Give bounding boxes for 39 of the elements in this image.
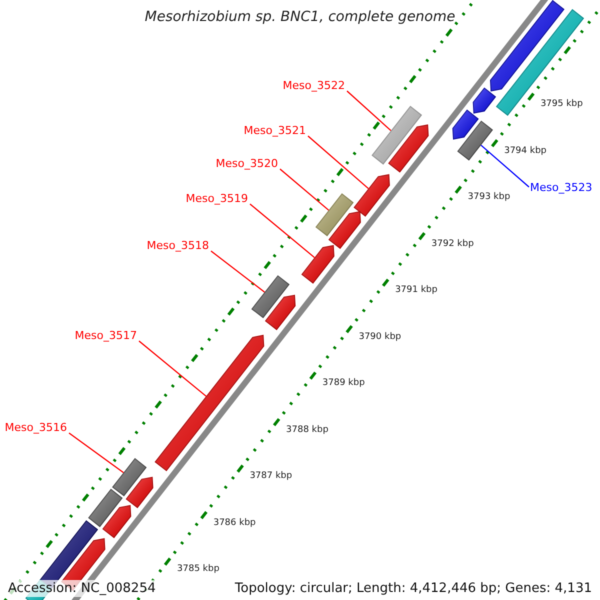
leader-line	[308, 136, 369, 190]
gene-label: Meso_3516	[4, 421, 67, 434]
title: Mesorhizobium sp. BNC1, complete genome	[144, 9, 456, 25]
scale-label: 3794 kbp	[504, 146, 547, 157]
gene-label: Meso_3522	[282, 79, 345, 92]
gene-block	[301, 245, 334, 284]
scale-label: 3786 kbp	[213, 518, 256, 529]
gene-label: Meso_3518	[146, 239, 209, 252]
leader-line	[68, 432, 124, 474]
gene-block	[102, 505, 132, 538]
scale-label: 3795 kbp	[540, 99, 583, 110]
scale-label: 3790 kbp	[358, 332, 402, 343]
gene-label: Meso_3523	[530, 181, 592, 194]
gene-block	[328, 211, 361, 249]
gene-block	[490, 0, 564, 92]
gene-block	[388, 124, 429, 173]
gene-block	[472, 88, 496, 114]
scale-label: 3789 kbp	[322, 378, 365, 390]
gene-label: Meso_3517	[74, 329, 137, 342]
gene-block	[154, 334, 264, 472]
leader-line	[250, 204, 315, 258]
scale-label: 3787 kbp	[250, 471, 292, 482]
gene-label: Meso_3521	[244, 124, 306, 137]
gene-block	[452, 110, 479, 140]
scale-label: 3791 kbp	[395, 285, 438, 296]
scale-label: 3788 kbp	[286, 424, 328, 436]
gene-block	[126, 476, 154, 508]
leader-line	[210, 250, 265, 293]
scale-label: 3785 kbp	[177, 564, 220, 575]
leader-line	[480, 144, 530, 188]
gene-label: Meso_3520	[216, 157, 278, 170]
gene-block	[354, 174, 390, 217]
leader-line	[138, 340, 206, 397]
leader-line	[346, 90, 392, 132]
scale-label: 3792 kbp	[431, 238, 474, 250]
scale-label: 3793 kbp	[468, 192, 510, 204]
gene-label: Meso_3519	[186, 192, 248, 205]
leader-line	[280, 168, 330, 211]
gene-block	[264, 294, 296, 330]
